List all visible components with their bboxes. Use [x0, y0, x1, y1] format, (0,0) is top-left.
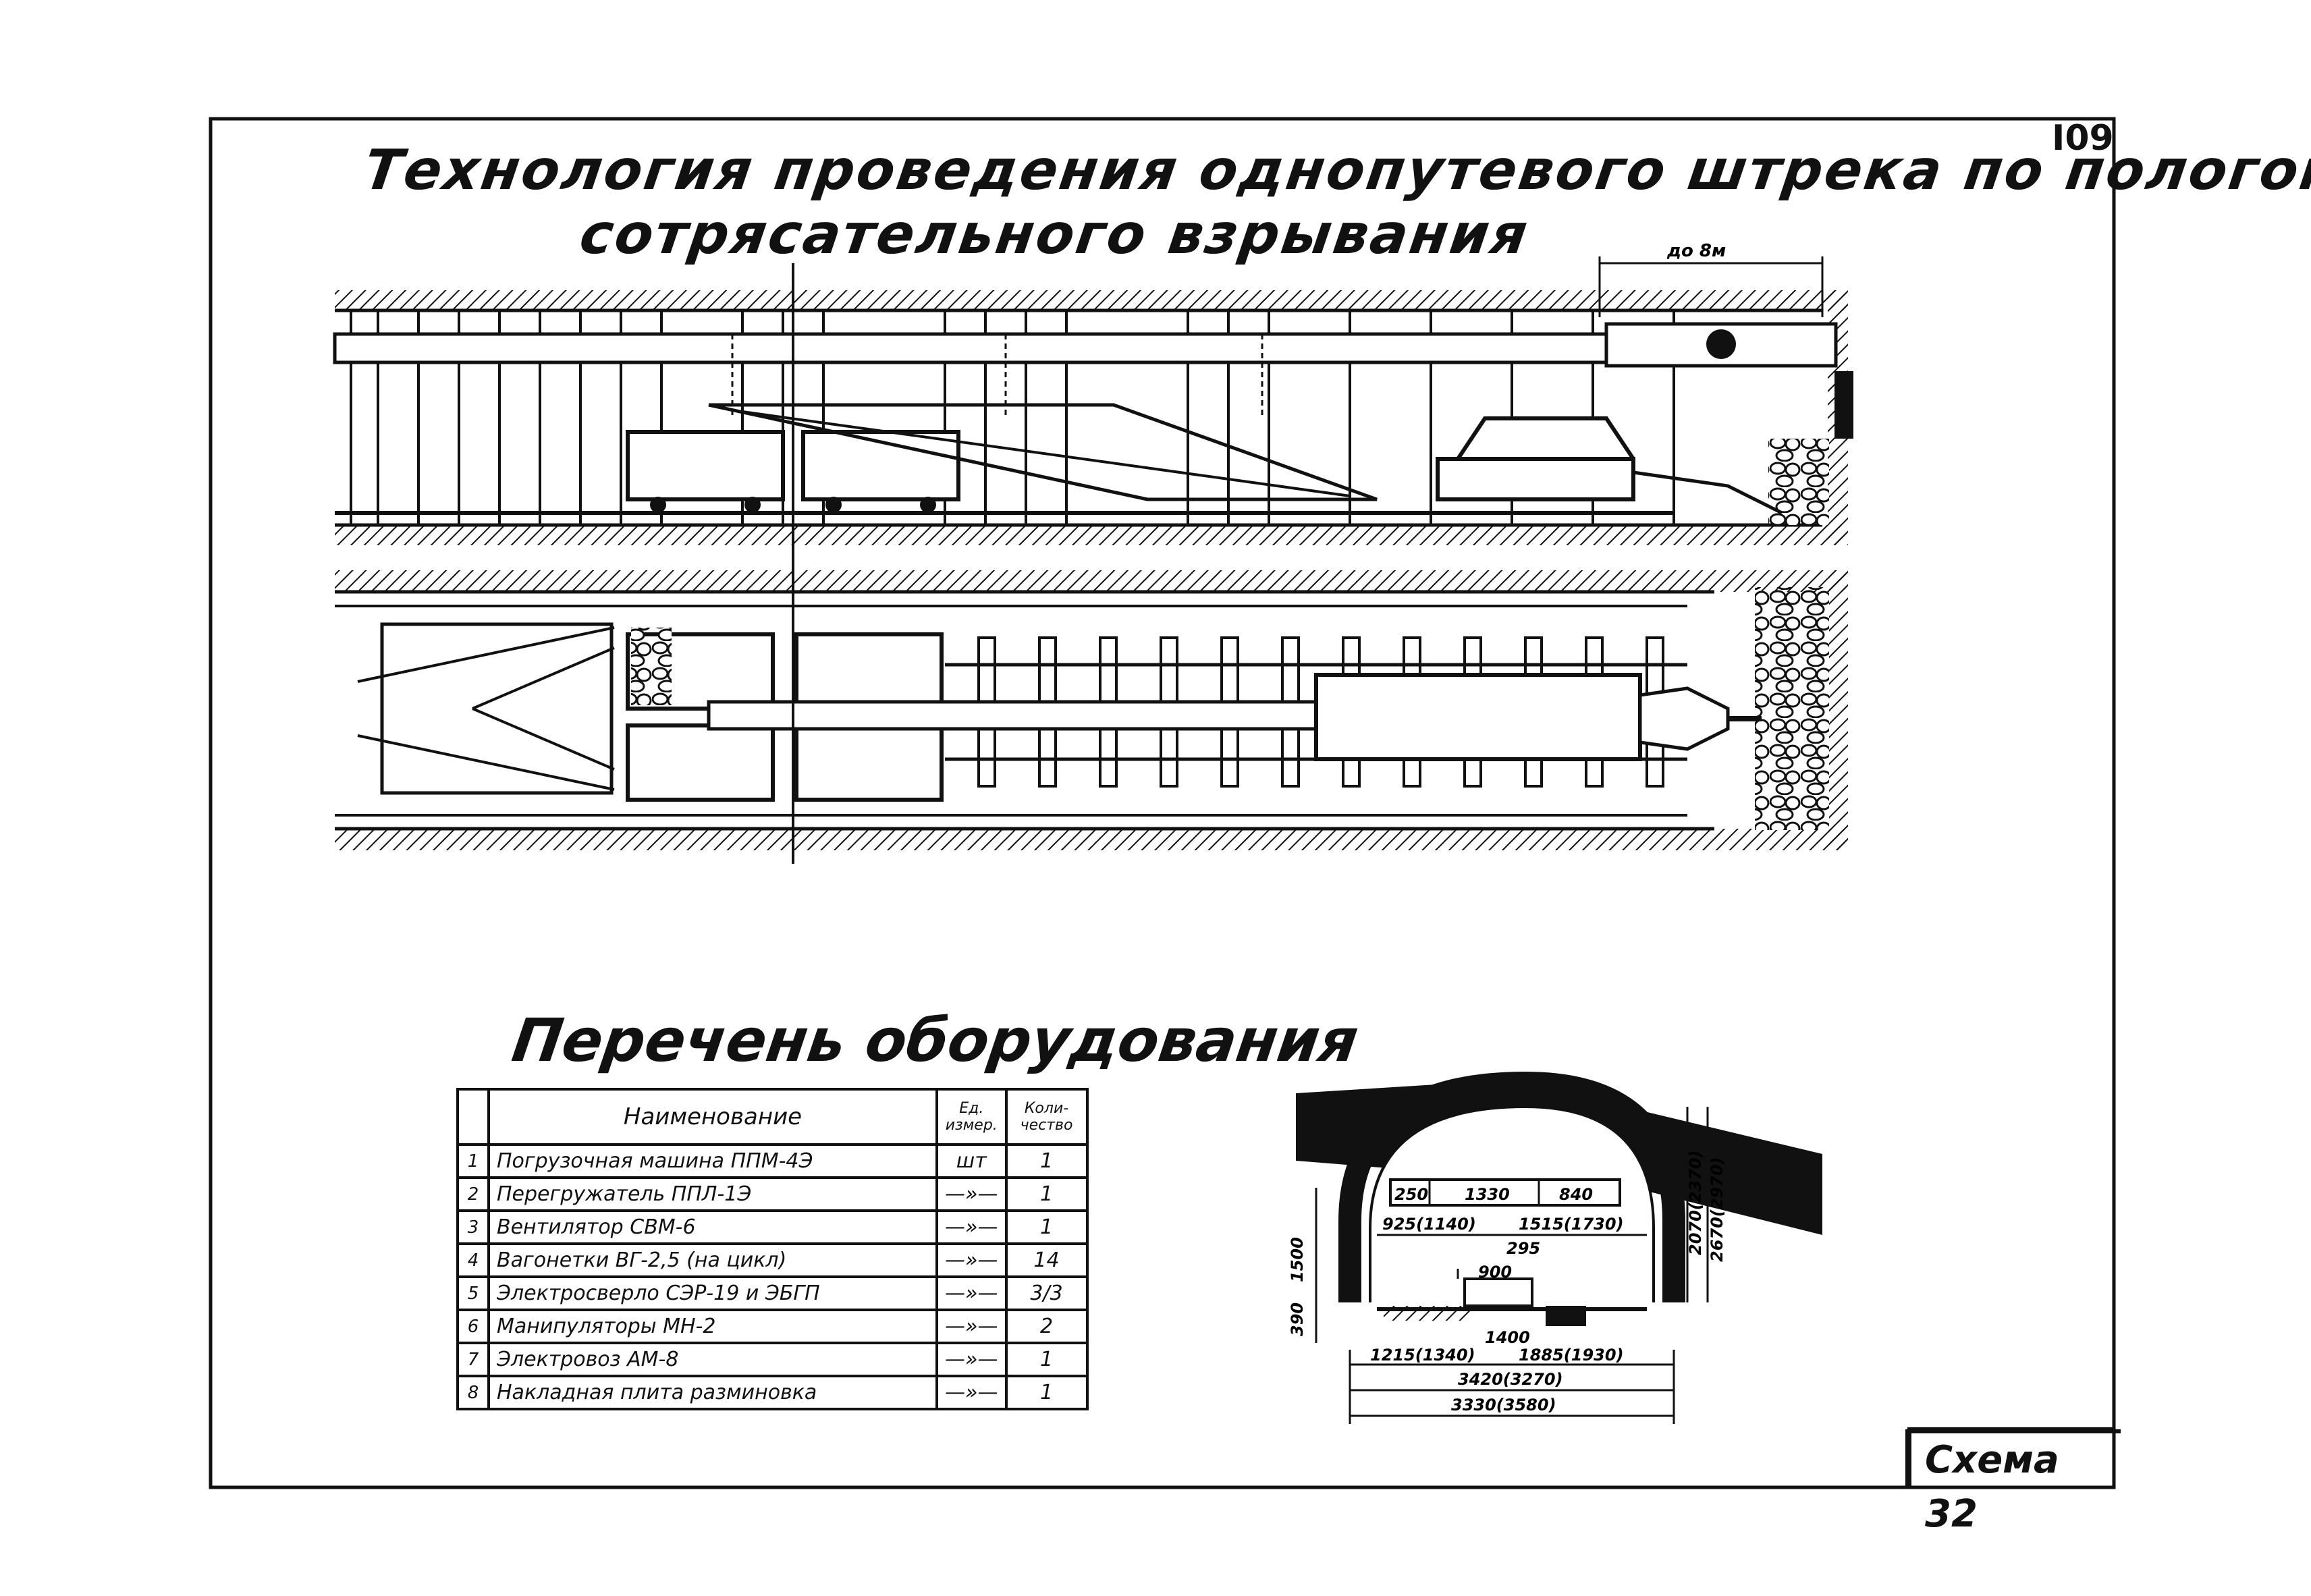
- row-number: 5: [456, 1275, 490, 1311]
- row-name: Вагонетки ВГ-2,5 (на цикл): [487, 1242, 938, 1278]
- row-unit: —»—: [935, 1375, 1008, 1410]
- plan-upper-hatch: [335, 570, 1847, 592]
- plan-car: [794, 723, 944, 802]
- row-name: Накладная плита разминовка: [487, 1375, 938, 1410]
- row-qty: 3/3: [1004, 1275, 1089, 1311]
- dim-390: 390: [1288, 1302, 1307, 1336]
- row-name: Электросверло СЭР-19 и ЭБГП: [487, 1275, 938, 1311]
- sheet-frame: [209, 117, 2116, 1489]
- dim-1400: 1400: [1485, 1328, 1530, 1347]
- row-name: Электровоз АМ-8: [487, 1342, 938, 1377]
- row-unit: —»—: [935, 1342, 1008, 1377]
- header-unit: Ед. измер.: [935, 1088, 1008, 1146]
- dim-1885: 1885(1930): [1519, 1346, 1624, 1365]
- equipment-list-title: Перечень оборудования: [508, 1006, 1363, 1075]
- row-unit: —»—: [935, 1309, 1008, 1344]
- header-name: Наименование: [487, 1088, 938, 1146]
- plan-car: [794, 632, 944, 711]
- row-number: 6: [456, 1309, 490, 1344]
- plan-lower-hatch: [335, 829, 1847, 850]
- page-title-line1: Технология проведения однопутевого штрек…: [360, 138, 2311, 202]
- side-view-floor-hatch: [335, 525, 1847, 545]
- overhead-beam: [333, 332, 1619, 364]
- mine-car: [626, 430, 785, 501]
- row-number: 2: [456, 1176, 490, 1212]
- dim-1515: 1515(1730): [1519, 1215, 1624, 1234]
- row-number: 4: [456, 1242, 490, 1278]
- dim-3420: 3420(3270): [1458, 1370, 1563, 1389]
- row-unit: —»—: [935, 1242, 1008, 1278]
- arch-lining: [1338, 1071, 1685, 1302]
- row-name: Погрузочная машина ППМ-4Э: [487, 1143, 938, 1179]
- row-number: 7: [456, 1342, 490, 1377]
- table-header-row: Наименование Ед. измер. Коли- чество: [456, 1088, 1089, 1146]
- broken-rock: [1768, 439, 1829, 525]
- plan-car: [626, 723, 775, 802]
- page-number: I09: [2052, 118, 2114, 159]
- fan-icon: [1706, 329, 1736, 359]
- plan-view: [335, 570, 1848, 850]
- row-name: Манипуляторы МН-2: [487, 1309, 938, 1344]
- row-unit: шт: [935, 1143, 1008, 1179]
- dim-2070: 2070(2370): [1686, 1150, 1705, 1255]
- row-unit: —»—: [935, 1275, 1008, 1311]
- plan-loading-machine: [1314, 673, 1642, 761]
- row-qty: 1: [1004, 1375, 1089, 1410]
- dim-1215: 1215(1340): [1370, 1346, 1475, 1365]
- row-name: Перегружатель ППЛ-1Э: [487, 1176, 938, 1212]
- dim-250: 250: [1394, 1185, 1428, 1204]
- dim-295: 295: [1506, 1239, 1540, 1258]
- row-qty: 1: [1004, 1176, 1089, 1212]
- transfer-conveyor: [708, 403, 1378, 501]
- dim-1330: 1330: [1465, 1185, 1510, 1204]
- dim-2670: 2670(2970): [1708, 1157, 1727, 1262]
- row-unit: —»—: [935, 1176, 1008, 1212]
- row-number: 3: [456, 1209, 490, 1245]
- row-number: 8: [456, 1375, 490, 1410]
- header-qty: Коли- чество: [1004, 1088, 1089, 1146]
- dim-840: 840: [1559, 1185, 1593, 1204]
- header-number: [456, 1088, 490, 1146]
- loading-machine: [1436, 416, 1635, 501]
- dim-1500: 1500: [1288, 1237, 1307, 1282]
- dim-top-label: до 8м: [1666, 241, 1726, 261]
- face-rock-pile: [1755, 587, 1829, 830]
- mine-car: [801, 430, 960, 501]
- plan-locomotive: [380, 622, 614, 795]
- row-qty: 1: [1004, 1143, 1089, 1179]
- scheme-label: Схема 32: [1907, 1429, 2121, 1536]
- row-qty: 14: [1004, 1242, 1089, 1278]
- row-qty: 2: [1004, 1309, 1089, 1344]
- side-view: до 8м: [333, 241, 1853, 545]
- page-title-line2: сотрясательного взрывания: [576, 202, 1533, 267]
- row-qty: 1: [1004, 1342, 1089, 1377]
- cross-section: 250 1330 840 925(1140) 1515(1730) 295 90…: [1288, 1071, 1822, 1424]
- row-name: Вентилятор СВМ-6: [487, 1209, 938, 1245]
- dim-925: 925(1140): [1382, 1215, 1476, 1234]
- dim-900: 900: [1478, 1263, 1512, 1282]
- row-unit: —»—: [935, 1209, 1008, 1245]
- side-view-roof-hatch: [335, 290, 1847, 310]
- row-number: 1: [456, 1143, 490, 1179]
- dim-3330: 3330(3580): [1451, 1396, 1556, 1414]
- row-qty: 1: [1004, 1209, 1089, 1245]
